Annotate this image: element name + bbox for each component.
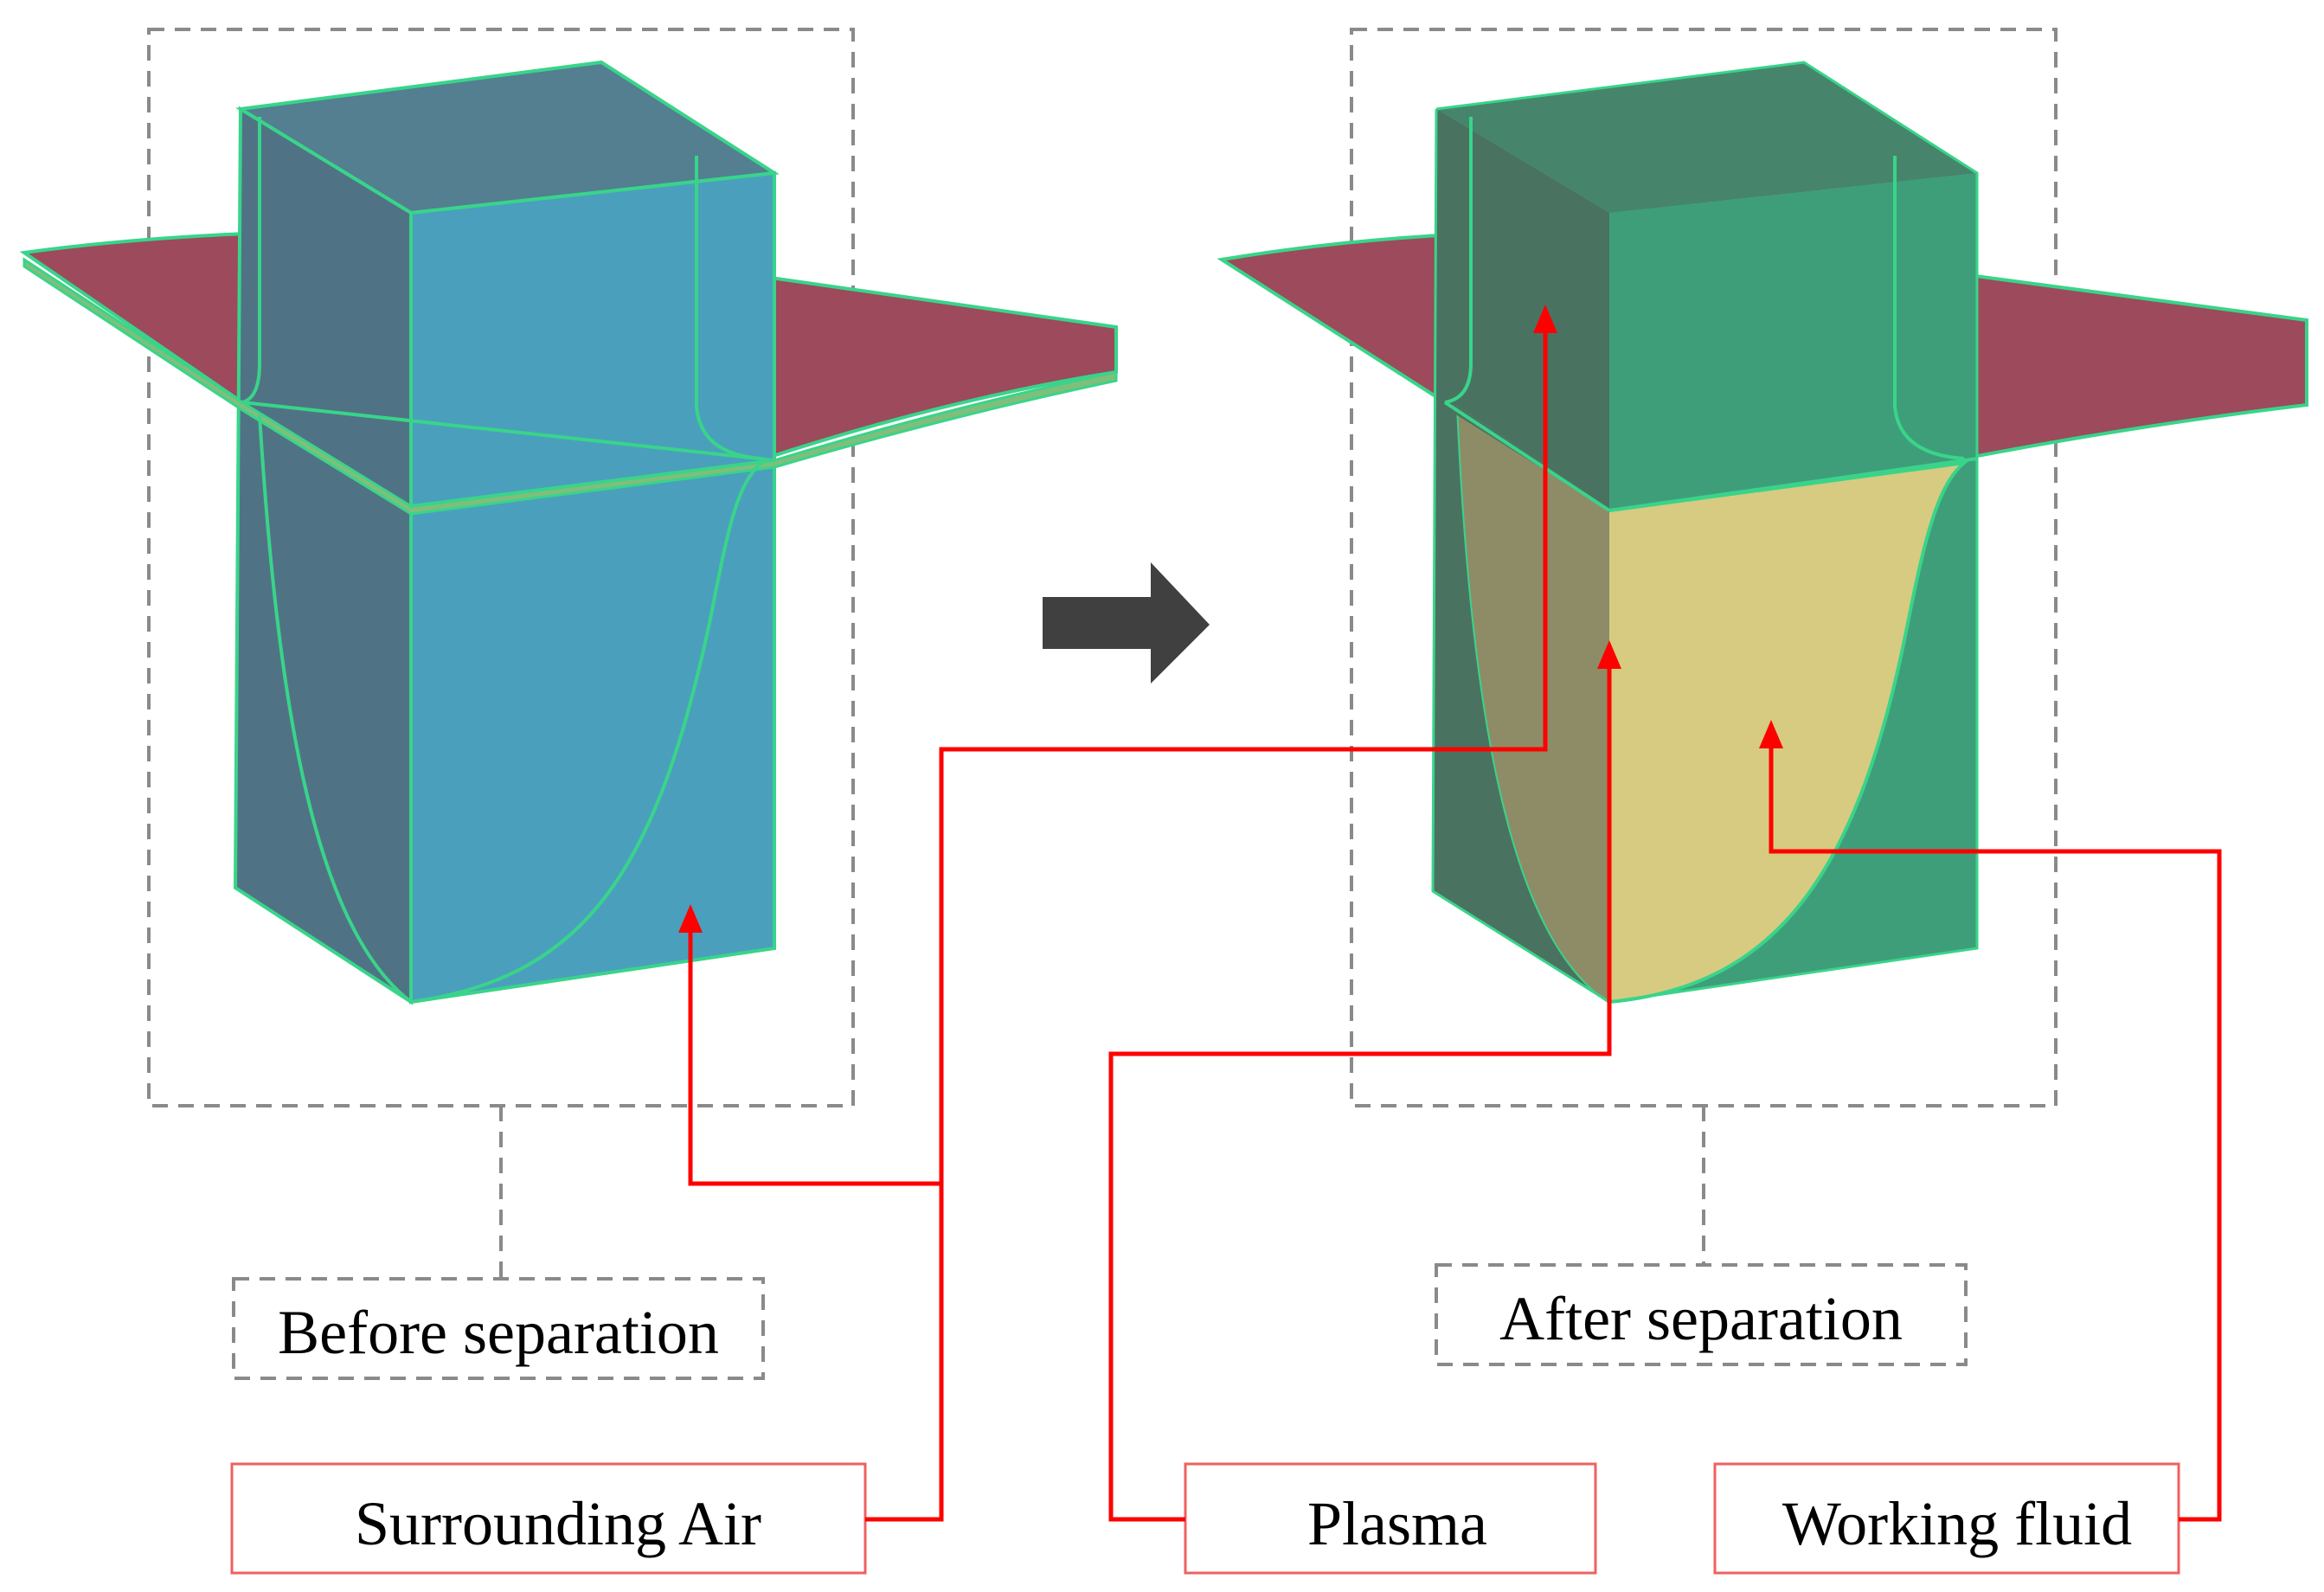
after-block-top-side	[1436, 109, 1609, 510]
after-inner-curve-left	[1444, 117, 1473, 404]
leader-air-right	[939, 318, 1548, 1184]
after-block-outline	[1431, 61, 1979, 1004]
after-plate-edge-2	[1608, 457, 1978, 512]
before-caption-text: Before separation	[278, 1298, 719, 1367]
before-inner-curve-right	[695, 156, 762, 460]
after-caption: After separation	[1435, 1263, 1968, 1366]
surrounding-air-label: Surrounding Air	[230, 1462, 867, 1575]
leader-working-fluid	[1769, 737, 2222, 1522]
after-model	[1217, 28, 2308, 1107]
before-block-front	[409, 170, 776, 1005]
before-model	[19, 28, 1118, 1107]
leader-plasma	[1108, 653, 1612, 1522]
after-plasma-shadow	[1458, 407, 1609, 1002]
right-arrow-icon	[1043, 562, 1210, 684]
leader-air-left	[688, 926, 944, 1522]
surrounding-air-text: Surrounding Air	[355, 1489, 761, 1558]
before-plasma-outline	[258, 414, 763, 1005]
leader-arrowheads	[678, 305, 1783, 933]
arrowhead-air-right	[1533, 305, 1557, 333]
before-plate-edge	[241, 401, 775, 462]
plasma-text: Plasma	[1307, 1489, 1487, 1558]
after-block-top-front	[1609, 173, 1977, 510]
after-inner-curve-right	[1893, 156, 1965, 460]
after-block-top-cap	[1436, 62, 1977, 213]
arrowhead-working-fluid	[1759, 720, 1783, 748]
working-fluid-label: Working fluid	[1713, 1462, 2180, 1575]
leader-lines	[688, 318, 2222, 1522]
before-inner-curve-left	[241, 117, 261, 404]
arrowhead-plasma	[1597, 640, 1621, 669]
before-plate-edge-2	[410, 459, 775, 508]
before-caption: Before separation	[232, 1277, 765, 1380]
plasma-label: Plasma	[1184, 1462, 1597, 1575]
before-plate-front	[22, 257, 1118, 516]
after-caption-text: After separation	[1499, 1284, 1903, 1353]
after-plate-edge	[1443, 401, 1611, 512]
before-block-side	[233, 106, 413, 1005]
working-fluid-text: Working fluid	[1782, 1489, 2132, 1558]
arrowhead-air-left	[678, 904, 703, 933]
